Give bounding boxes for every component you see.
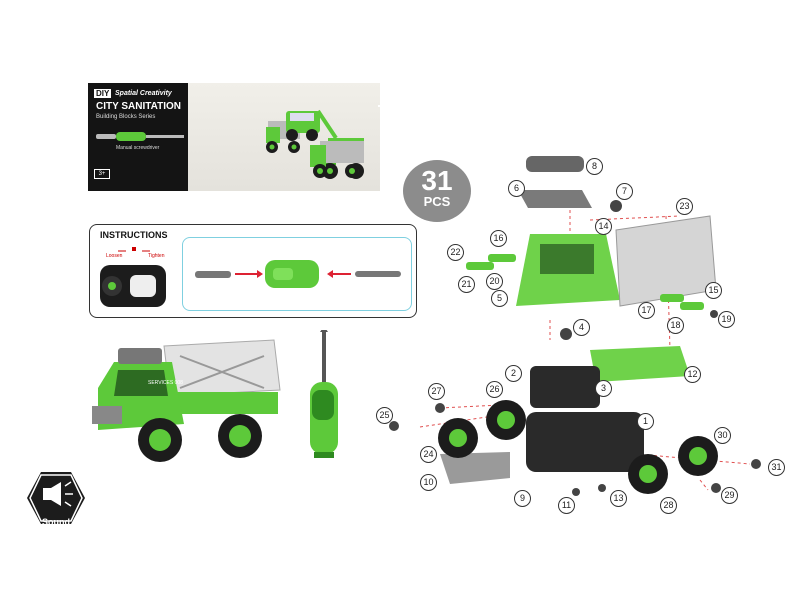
callout-21: 21 [458, 276, 475, 293]
callout-31: 31 [768, 459, 785, 476]
callout-23: 23 [676, 198, 693, 215]
tighten-text: Tighten [148, 253, 165, 259]
callout-15: 15 [705, 282, 722, 299]
box-vehicle-scene [188, 83, 380, 191]
assembled-garbage-truck: SERVICES 008 [92, 339, 281, 462]
callout-3: 3 [595, 380, 612, 397]
loosen-text: Loosen [106, 253, 123, 259]
callout-14: 14 [595, 218, 612, 235]
screwdriver-diagram-frame [182, 237, 412, 311]
callout-18: 18 [667, 317, 684, 334]
callout-12: 12 [684, 366, 701, 383]
callout-22: 22 [447, 244, 464, 261]
callout-4: 4 [573, 319, 590, 336]
exploded-parts-diagram [389, 156, 761, 496]
callout-7: 7 [616, 183, 633, 200]
callout-26: 26 [486, 381, 503, 398]
mini-trucks-right [286, 111, 364, 178]
callout-6: 6 [508, 180, 525, 197]
instructions-title: INSTRUCTIONS [100, 230, 168, 240]
callout-17: 17 [638, 302, 655, 319]
callout-10: 10 [420, 474, 437, 491]
wheel-rotate-diagram: Loosen Tighten [100, 247, 166, 307]
pieces-label: PCS [423, 194, 451, 209]
callout-27: 27 [428, 383, 445, 400]
box-title: CITY SANITATION [96, 101, 181, 112]
callout-25: 25 [376, 407, 393, 424]
box-dark-panel: DIY Spatial Creativity CITY SANITATION B… [88, 83, 198, 191]
callout-9: 9 [514, 490, 531, 507]
age-badge: 3+ [94, 169, 110, 179]
diy-badge: DIY [94, 89, 112, 98]
callout-20: 20 [486, 273, 503, 290]
pieces-count-badge: 31 PCS [403, 160, 471, 222]
callout-8: 8 [586, 158, 603, 175]
screwdriver-assembly-diagram [195, 260, 401, 288]
callout-30: 30 [714, 427, 731, 444]
sound-label: Sound [42, 517, 70, 527]
callout-13: 13 [610, 490, 627, 507]
callout-2: 2 [505, 365, 522, 382]
instructions-panel: INSTRUCTIONS Loosen Tighten [89, 224, 417, 318]
callout-19: 19 [718, 311, 735, 328]
tool-label: Manual screwdriver [116, 145, 160, 151]
speaker-icon [27, 472, 85, 524]
truck-plate: SERVICES 008 [148, 380, 183, 386]
pieces-count: 31 [421, 165, 453, 196]
brand-name: Spatial Creativity [115, 90, 172, 97]
sound-badge: Sound [25, 470, 87, 527]
box-subtitle: Building Blocks Series [96, 114, 156, 120]
wheel-group [438, 400, 718, 494]
product-box-image: DIY Spatial Creativity CITY SANITATION B… [88, 83, 380, 191]
callout-28: 28 [660, 497, 677, 514]
callout-24: 24 [420, 446, 437, 463]
callout-5: 5 [491, 290, 508, 307]
callout-16: 16 [490, 230, 507, 247]
callout-11: 11 [558, 497, 575, 514]
screwdriver-tool [310, 330, 338, 458]
screwdriver-icon [96, 132, 184, 141]
callout-1: 1 [637, 413, 654, 430]
callout-29: 29 [721, 487, 738, 504]
